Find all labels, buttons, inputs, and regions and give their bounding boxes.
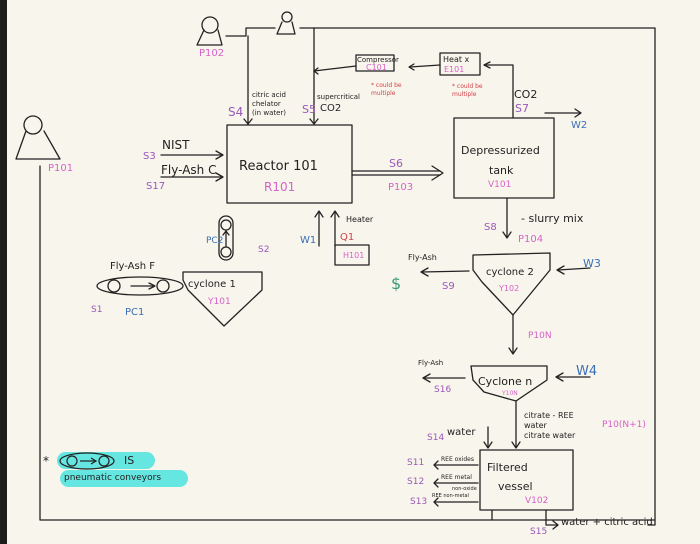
cyclone1-name: cyclone 1	[188, 279, 236, 290]
compressor-note: * could be multiple	[371, 82, 402, 97]
depressurized-tank-box	[453, 117, 555, 199]
heater-tag: H101	[343, 251, 365, 260]
w4-label: W4	[576, 364, 598, 379]
filtered-vessel-tag: V102	[525, 496, 549, 506]
legend-highlight-row1	[57, 452, 155, 469]
s12-id: S12	[407, 477, 425, 487]
s3-id: S3	[143, 151, 156, 162]
legend-highlight-row2	[60, 470, 188, 487]
conveyor2-label: PC2	[206, 236, 224, 246]
conveyor1-label: PC1	[125, 307, 145, 318]
tank-name-line2: tank	[489, 164, 514, 177]
s3-label: NIST	[162, 138, 190, 152]
s16-label: Fly-Ash	[418, 359, 444, 367]
heat-exchanger-tag: E101	[444, 65, 465, 74]
s15-id: S15	[530, 527, 548, 537]
w3-label: W3	[583, 257, 601, 270]
reactor-tag: R101	[264, 180, 296, 194]
s12-label: REE metal	[441, 474, 472, 481]
s17-id: S17	[146, 181, 166, 192]
tank-tag: V101	[488, 180, 512, 190]
compressor-name: Compressor	[357, 56, 399, 64]
reactor-name: Reactor 101	[239, 159, 318, 174]
s4-id: S4	[228, 105, 244, 119]
cyclone2-tag: Y102	[499, 284, 520, 293]
w2-label: W2	[571, 120, 588, 131]
legend-text: pneumatic conveyors	[64, 473, 162, 483]
cyclone-n-out-line3: citrate water	[524, 431, 576, 440]
cyclone-n-out-line1: citrate - REE	[524, 411, 574, 420]
cyclone1-tag: Y101	[208, 297, 231, 307]
reactor-box	[226, 124, 353, 204]
s13-label-top: non-oxide	[452, 486, 477, 492]
compressor-tag: C101	[366, 63, 387, 72]
compressor-box	[355, 54, 395, 72]
s15-label: water + citric acid	[561, 517, 653, 528]
s9-id: S9	[442, 281, 455, 292]
heater-name: Heater	[346, 215, 374, 224]
pump-p102-label: P102	[199, 48, 225, 59]
s14-label: water	[447, 427, 476, 438]
pump-p101-label: P101	[48, 163, 74, 174]
dollar-sign: $	[391, 274, 402, 293]
s16-id: S16	[434, 385, 452, 395]
pump-p101-icon	[15, 115, 61, 160]
tank-name-line1: Depressurized	[461, 144, 540, 157]
pump-p10n-label: P10N	[528, 331, 552, 341]
heater-duty: Q1	[340, 232, 355, 243]
s4-label-line2: chelator	[252, 100, 281, 108]
heater-box	[334, 244, 370, 266]
legend-star: *	[43, 454, 49, 468]
pump-top-icon	[276, 11, 296, 35]
cyclone-n-tag: Y10N	[502, 390, 518, 397]
cyclone-n-out-line2: water	[524, 421, 547, 430]
pump-p10n1-label: P10(N+1)	[602, 420, 646, 430]
s14-id: S14	[427, 433, 445, 443]
heat-exchanger-box	[439, 52, 481, 76]
pump-p104-label: P104	[518, 234, 544, 245]
s7-label: CO2	[514, 88, 538, 101]
s6-id: S6	[389, 157, 403, 170]
conveyor-pc1-icon	[96, 276, 184, 296]
s4-label-line3: (in water)	[252, 109, 287, 117]
filtered-vessel-name-line1: Filtered	[487, 461, 528, 474]
s8-label: - slurry mix	[521, 212, 584, 225]
w1-label: W1	[300, 235, 317, 246]
s5-label-line1: supercritical	[317, 93, 361, 101]
s4-label-line1: citric acid	[252, 91, 286, 99]
s5-label-line2: CO2	[320, 103, 342, 114]
s5-id: S5	[302, 103, 316, 116]
pump-p103-label: P103	[388, 182, 414, 193]
cyclone-n-name: Cyclone n	[478, 375, 533, 388]
conveyor-pc2-icon	[218, 215, 234, 261]
cyclone2-name: cyclone 2	[486, 267, 534, 278]
s9-label: Fly-Ash	[408, 253, 437, 262]
s13-label: REE non-metal	[432, 493, 469, 499]
s11-id: S11	[407, 458, 425, 468]
legend-is: IS	[124, 454, 135, 467]
pump-p102-icon	[196, 16, 223, 46]
s17-label: Fly-Ash C	[161, 163, 217, 177]
filtered-vessel-name-line2: vessel	[498, 480, 533, 493]
s11-label: REE oxides	[441, 456, 474, 463]
conveyor1-feed-label: Fly-Ash F	[110, 261, 155, 272]
s7-id: S7	[515, 102, 529, 115]
filtered-vessel-box	[479, 449, 574, 511]
heat-exchanger-note: * could be multiple	[452, 83, 483, 98]
s2-id: S2	[258, 245, 270, 255]
s8-id: S8	[484, 222, 497, 233]
s1-id: S1	[91, 305, 103, 315]
s13-id: S13	[410, 497, 428, 507]
heat-exchanger-name: Heat x	[443, 55, 470, 64]
cyclone1-shape	[182, 271, 263, 327]
